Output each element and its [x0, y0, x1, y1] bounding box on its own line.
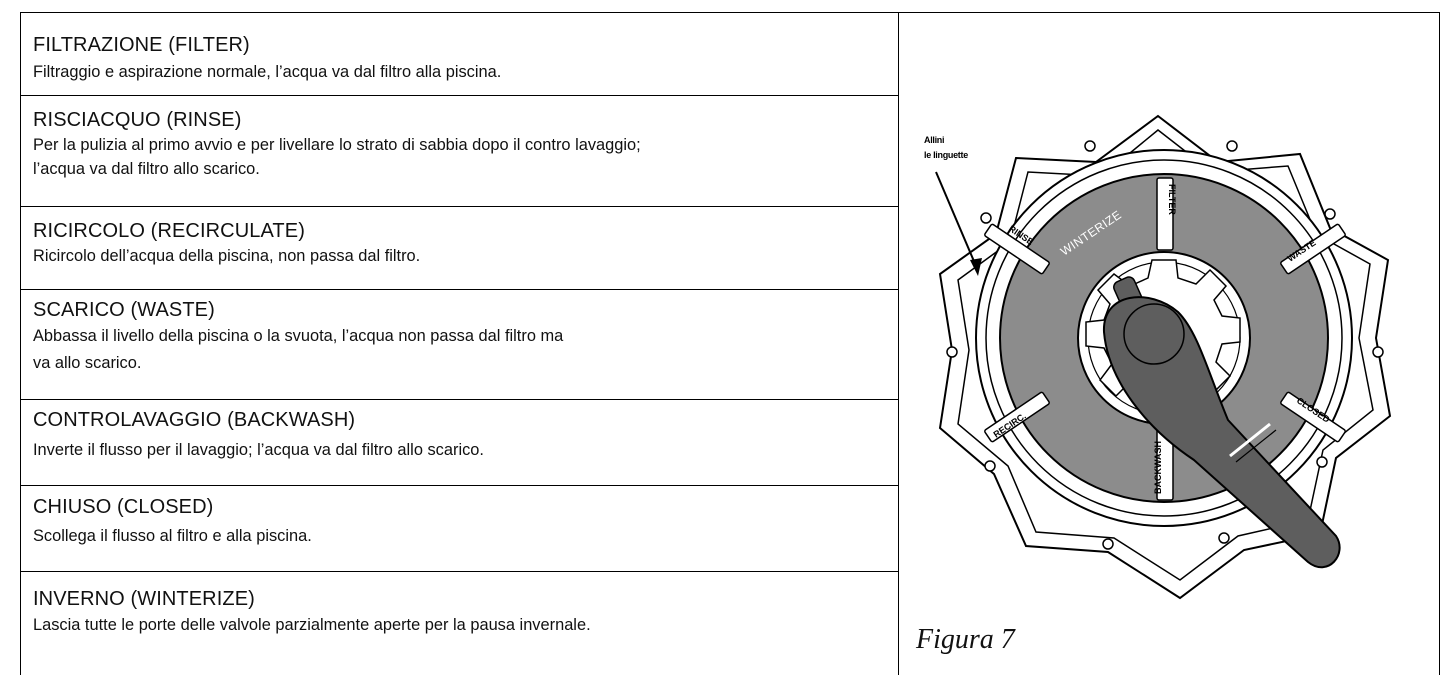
mode-description: Scollega il flusso al filtro e alla pisc…: [33, 527, 312, 545]
mode-description: va allo scarico.: [33, 354, 142, 372]
mode-title: CHIUSO (CLOSED): [33, 496, 214, 518]
mode-row-filter: FILTRAZIONE (FILTER) Filtraggio e aspira…: [20, 12, 898, 96]
page-frame: [20, 12, 1440, 675]
mode-description: Filtraggio e aspirazione normale, l’acqu…: [33, 63, 502, 81]
valve-handle: [1102, 276, 1341, 569]
pointer-arrow: [935, 171, 977, 267]
dial-label-filter: FILTER: [1167, 184, 1177, 215]
dial-label-backwash: BACKWASH: [1153, 441, 1163, 494]
position-slots: [984, 177, 1346, 501]
mode-title: RICIRCOLO (RECIRCULATE): [33, 220, 305, 242]
mode-title: SCARICO (WASTE): [33, 299, 215, 321]
mode-title: INVERNO (WINTERIZE): [33, 588, 255, 610]
mode-row-recirculate: RICIRCOLO (RECIRCULATE) Ricircolo dell’a…: [20, 207, 898, 290]
mode-title: CONTROLAVAGGIO (BACKWASH): [33, 409, 356, 431]
mode-description: Lascia tutte le porte delle valvole parz…: [33, 616, 591, 634]
mode-row-waste: SCARICO (WASTE) Abbassa il livello della…: [20, 290, 898, 400]
mode-description: Abbassa il livello della piscina o la sv…: [33, 327, 564, 345]
mode-row-backwash: CONTROLAVAGGIO (BACKWASH) Inverte il flu…: [20, 400, 898, 486]
pointer-label-line-1: Allini: [924, 135, 945, 145]
bolt-holes: [946, 140, 1384, 550]
column-divider: [898, 12, 899, 675]
mode-title: FILTRAZIONE (FILTER): [33, 34, 250, 56]
mode-description: Ricircolo dell’acqua della piscina, non …: [33, 247, 421, 265]
mode-row-closed: CHIUSO (CLOSED) Scollega il flusso al fi…: [20, 486, 898, 572]
mode-description: Inverte il flusso per il lavaggio; l’acq…: [33, 441, 484, 459]
mode-description: Per la pulizia al primo avvio e per live…: [33, 136, 641, 154]
mode-row-winterize: INVERNO (WINTERIZE) Lascia tutte le port…: [20, 572, 898, 675]
mode-title: RISCIACQUO (RINSE): [33, 109, 242, 131]
mode-description: l’acqua va dal filtro allo scarico.: [33, 160, 260, 178]
multiport-valve-illustration: FILTER BACKWASH WASTE RINSE RECIRC. CLOS…: [935, 115, 1391, 599]
mode-row-rinse: RISCIACQUO (RINSE) Per la pulizia al pri…: [20, 96, 898, 207]
pointer-label-line-2: le linguette: [924, 150, 968, 160]
figure-caption: Figura 7: [916, 624, 1015, 655]
